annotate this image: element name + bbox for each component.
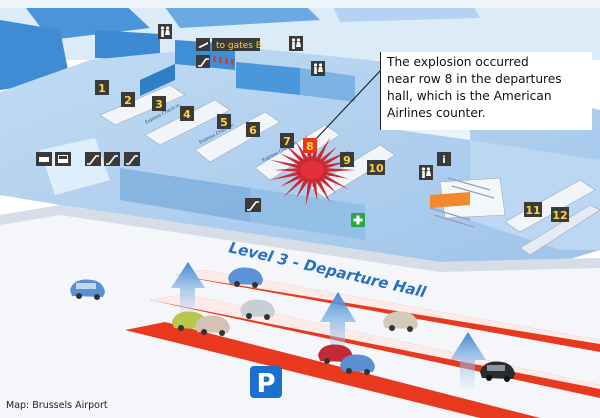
callout-line-2: near row 8 in the departures bbox=[387, 72, 562, 86]
counter-number-1: 1 bbox=[98, 82, 106, 95]
restroom-icon bbox=[158, 24, 172, 39]
upper-terminal bbox=[0, 0, 600, 90]
departures-icon bbox=[196, 38, 210, 51]
explosion-callout: The explosion occurred near row 8 in the… bbox=[380, 52, 592, 130]
svg-text:i: i bbox=[442, 155, 445, 166]
counter-number-6: 6 bbox=[249, 124, 257, 137]
counter-number-7: 7 bbox=[283, 135, 291, 148]
signage: i bbox=[36, 24, 451, 227]
callout-line-4: Airlines counter. bbox=[387, 106, 486, 120]
escalator-icon bbox=[85, 152, 101, 166]
counter-islands bbox=[99, 84, 600, 256]
counter-number-5: 5 bbox=[220, 116, 228, 129]
counter-number-8: 8 bbox=[306, 140, 314, 153]
counter-row-8: 8 bbox=[303, 138, 317, 153]
parking-label: P bbox=[256, 369, 275, 399]
counter-number-4: 4 bbox=[183, 108, 191, 121]
gates-sign: to gates B bbox=[212, 38, 262, 51]
counter-number-2: 2 bbox=[124, 94, 132, 107]
restroom-icon bbox=[419, 165, 433, 180]
seating-area bbox=[429, 177, 495, 228]
gates-sign-label: to gates B bbox=[216, 41, 262, 51]
counter-row-12: 12 bbox=[551, 207, 569, 222]
counter-row-10: 10 bbox=[367, 160, 385, 175]
parking-icon: P bbox=[250, 366, 282, 399]
counter-row-11: 11 bbox=[524, 202, 542, 217]
callout-line-3: hall, which is the American bbox=[387, 89, 552, 103]
explosion-core bbox=[300, 161, 324, 179]
escalator-icon bbox=[104, 152, 120, 166]
escalator-icon bbox=[245, 198, 261, 212]
map-credit: Map: Brussels Airport bbox=[6, 400, 108, 411]
counter-row-6: 6 bbox=[246, 122, 260, 137]
counter-number-3: 3 bbox=[155, 98, 163, 111]
counter-row-1: 1 bbox=[95, 80, 109, 95]
counter-number-12: 12 bbox=[552, 209, 567, 222]
escalator-icon bbox=[124, 152, 140, 166]
restroom-icon bbox=[311, 61, 325, 76]
entrance-arrows bbox=[171, 262, 486, 390]
counter-number-9: 9 bbox=[343, 154, 351, 167]
taxi-icon bbox=[36, 152, 52, 166]
first-aid-icon bbox=[351, 213, 365, 227]
callout-leader bbox=[314, 69, 382, 141]
gates-direction-dots bbox=[213, 56, 234, 65]
counter-row-9: 9 bbox=[340, 152, 354, 167]
counter-row-2: 2 bbox=[121, 92, 135, 107]
escalator-icon bbox=[196, 55, 210, 68]
counter-row-4: 4 bbox=[180, 106, 194, 121]
counter-number-11: 11 bbox=[525, 204, 540, 217]
cars bbox=[70, 267, 515, 382]
callout-line-1: The explosion occurred bbox=[387, 55, 529, 69]
counter-number-10: 10 bbox=[368, 162, 384, 175]
info-icon: i bbox=[437, 152, 451, 166]
restroom-icon bbox=[289, 36, 303, 51]
explosion-marker bbox=[269, 134, 356, 206]
bus-icon bbox=[55, 152, 71, 166]
